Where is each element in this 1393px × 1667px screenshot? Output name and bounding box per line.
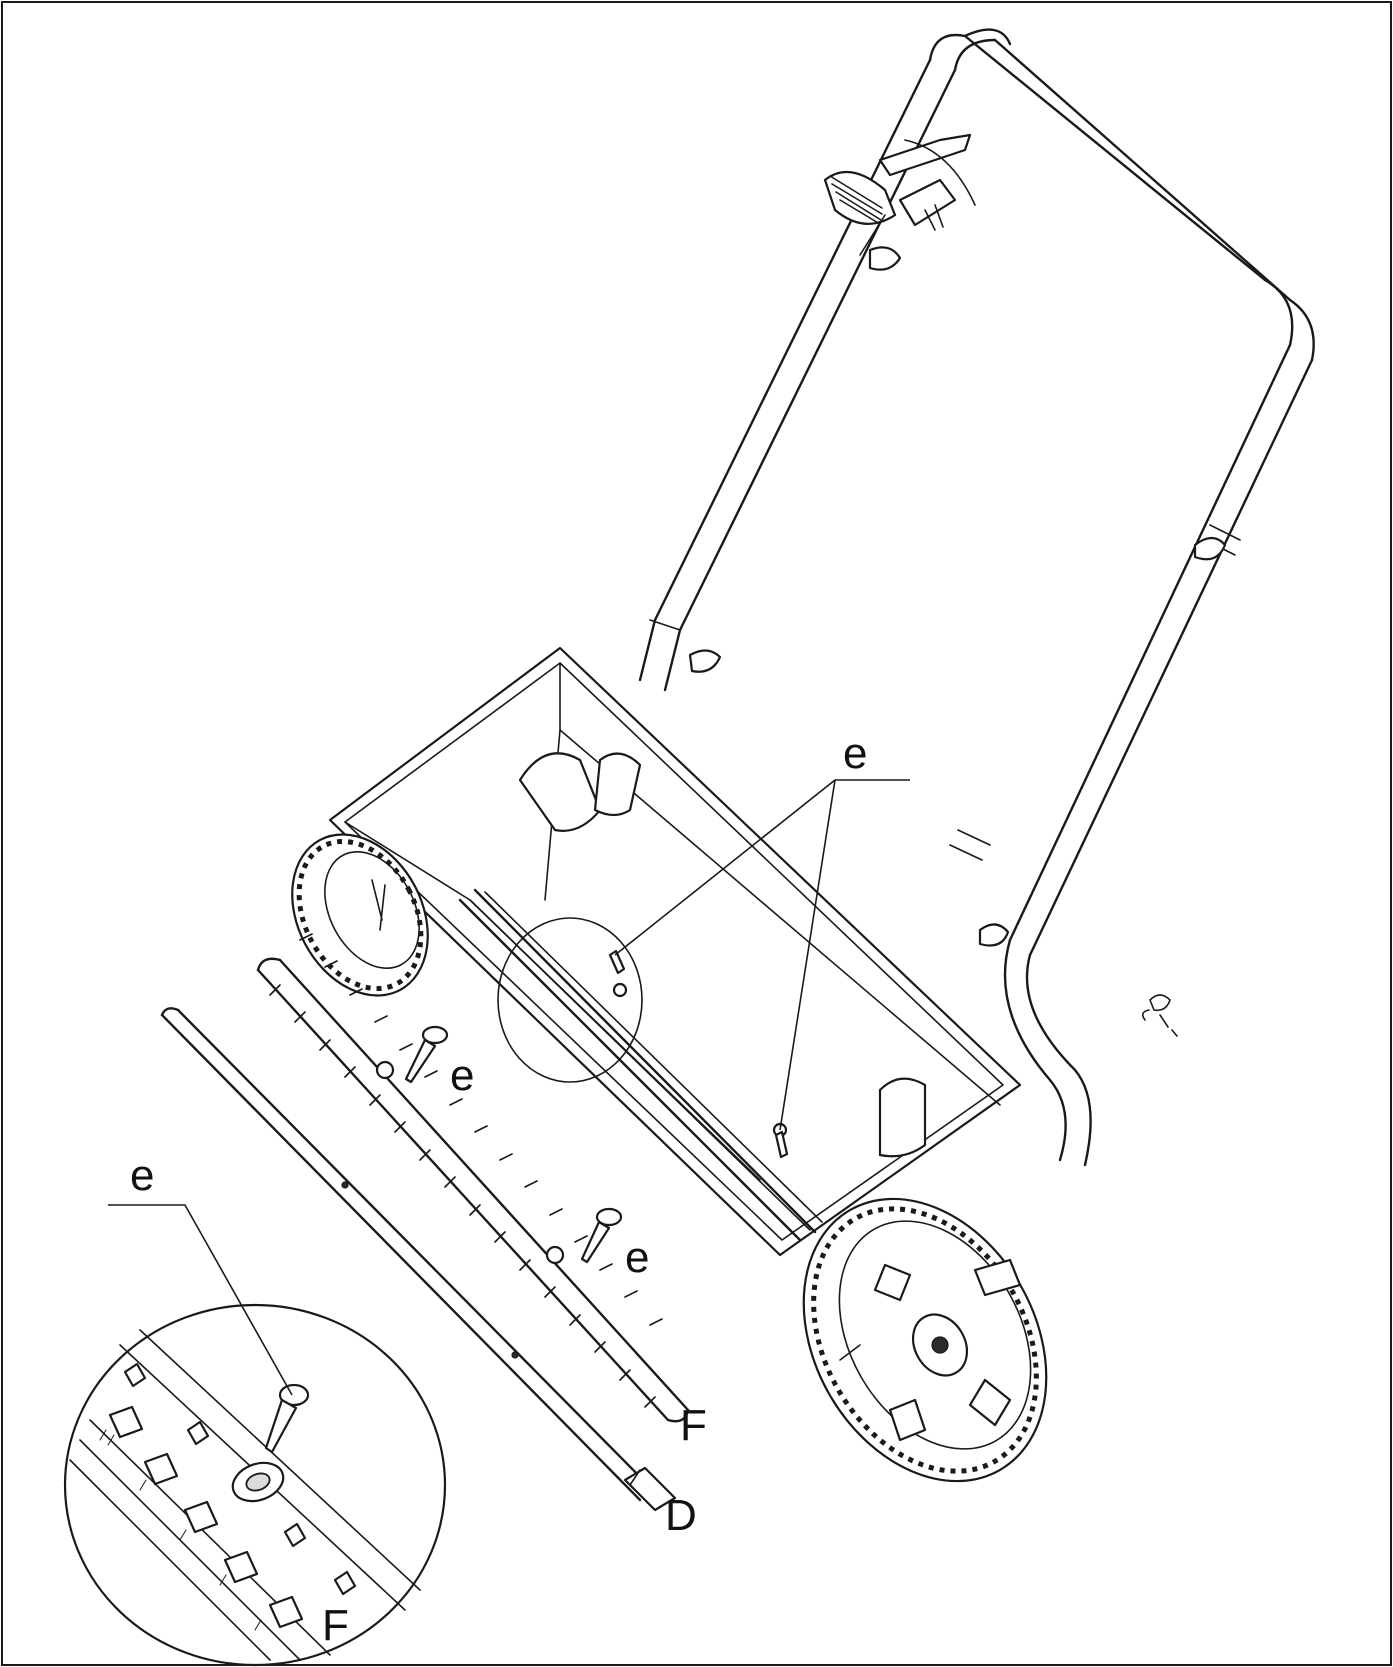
small-clip-part xyxy=(1141,994,1178,1037)
leader-lines xyxy=(108,779,910,1396)
rotor-F-exploded xyxy=(256,933,690,1423)
label-e-lower: e xyxy=(625,1233,649,1282)
label-e-left: e xyxy=(130,1151,154,1200)
wheel-right xyxy=(802,1197,1048,1483)
label-D-shaft: D xyxy=(665,1491,697,1540)
flow-control-lever xyxy=(823,133,976,271)
hopper xyxy=(328,646,1022,1257)
detail-magnified-view xyxy=(63,1303,447,1667)
wheel-left xyxy=(291,833,429,997)
screw-e-mid xyxy=(404,1025,449,1084)
label-F-detail: F xyxy=(322,1601,349,1650)
detail-source-circle xyxy=(497,917,643,1083)
label-e-top: e xyxy=(843,729,867,778)
screw-in-hopper-1 xyxy=(608,949,626,975)
screw-in-hopper-2 xyxy=(774,1130,789,1159)
shaft-D xyxy=(160,1007,677,1512)
label-e-mid: e xyxy=(450,1051,474,1100)
screw-e-lower xyxy=(580,1207,623,1264)
installed-rotor xyxy=(469,891,823,1231)
label-F-rotor: F xyxy=(680,1401,707,1450)
push-handle xyxy=(638,28,1315,1167)
